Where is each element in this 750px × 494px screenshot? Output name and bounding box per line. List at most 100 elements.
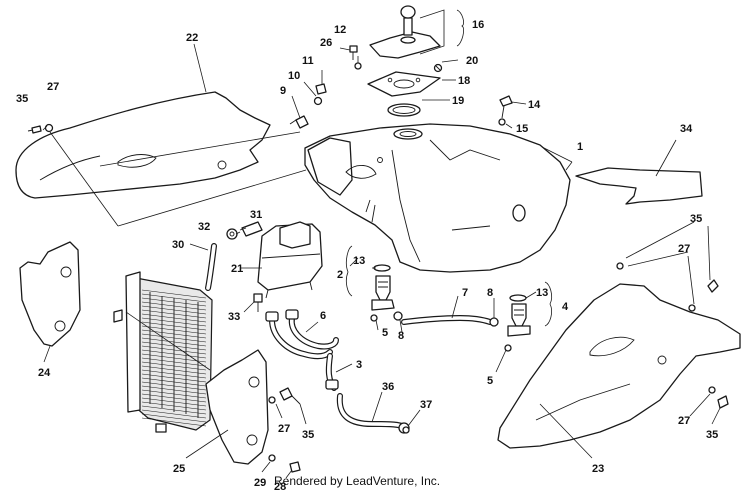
- left-side-panel: [15, 91, 271, 199]
- o-ring-19: [387, 103, 421, 117]
- washer-10: [313, 96, 323, 106]
- washer-27-right-panel: [688, 304, 696, 312]
- callout-19: 19: [452, 95, 464, 107]
- fuel-line-7: [401, 314, 493, 325]
- callout-14: 14: [528, 99, 541, 111]
- radiator-fin: [141, 409, 207, 419]
- callout-labels: 1 2 3 4 5 5 6 7 8 8 9 10 11 12 13 13 14 …: [16, 19, 718, 493]
- clamp-37: [402, 426, 410, 434]
- bolt-11: [315, 83, 327, 95]
- callout-21: 21: [231, 263, 243, 275]
- screw-33: [253, 293, 263, 312]
- radiator-fin: [141, 289, 207, 299]
- callout-36: 36: [382, 381, 394, 393]
- radiator-guard-24: [19, 241, 81, 347]
- bolt-35-right-top: [707, 279, 719, 293]
- callout-31: 31: [250, 209, 262, 221]
- callout-35-right-top: 35: [690, 213, 702, 225]
- callout-30: 30: [172, 239, 184, 251]
- washer-29: [268, 454, 276, 462]
- washer-27-top-left: [44, 123, 54, 133]
- callout-35-radiator: 35: [302, 429, 314, 441]
- fuel-cap: [369, 5, 441, 59]
- callout-2: 2: [337, 269, 343, 281]
- radiator-fin: [141, 413, 207, 423]
- callout-27-right-top: 27: [678, 243, 690, 255]
- screw-5-right: [504, 344, 512, 352]
- callout-20: 20: [466, 55, 478, 67]
- callout-18: 18: [458, 75, 470, 87]
- washer-27-right-bottom: [708, 386, 716, 394]
- cap-flange-18: [367, 71, 441, 97]
- radiator-guard-25: [205, 349, 269, 465]
- petcock-4: [507, 294, 531, 337]
- petcock-2: [371, 264, 395, 311]
- canister-21: [257, 221, 323, 299]
- callout-35-top-left: 35: [16, 93, 28, 105]
- callout-29: 29: [254, 477, 266, 489]
- callout-16: 16: [472, 19, 484, 31]
- hose-30: [205, 243, 217, 291]
- screw-12: [349, 45, 358, 60]
- callout-25: 25: [173, 463, 185, 475]
- callout-3: 3: [356, 359, 362, 371]
- fuel-tank: [304, 123, 571, 273]
- bolt-35-top-left: [27, 125, 42, 134]
- callout-12: 12: [334, 24, 346, 36]
- callout-23: 23: [592, 463, 604, 475]
- o-ring-19-inner: [392, 106, 416, 114]
- right-side-panel: [497, 283, 741, 449]
- hose-6: [265, 309, 339, 360]
- callout-5-right: 5: [487, 375, 493, 387]
- bolt-35-right-bottom: [717, 395, 729, 409]
- callout-28: 28: [274, 481, 286, 493]
- o-ring-13-left: [373, 264, 391, 272]
- callout-35-right-bottom: 35: [706, 429, 718, 441]
- callout-11: 11: [302, 55, 314, 67]
- callout-22: 22: [186, 32, 198, 44]
- callout-8-left: 8: [398, 330, 404, 342]
- callout-7: 7: [462, 287, 468, 299]
- bolt-14: [499, 95, 513, 119]
- leader-lines: [42, 9, 721, 479]
- washer-27-right-top: [616, 262, 624, 270]
- heat-shield-34: [575, 167, 703, 205]
- callout-13-right: 13: [536, 287, 548, 299]
- washer-26: [354, 62, 362, 70]
- callout-8-right: 8: [487, 287, 493, 299]
- rendered-by-credit: Rendered by LeadVenture, Inc.: [274, 474, 441, 488]
- callout-15: 15: [516, 123, 528, 135]
- fitting-31: [241, 221, 263, 237]
- screw-20: [433, 63, 443, 73]
- callout-24: 24: [38, 367, 51, 379]
- hose-3: [325, 353, 339, 391]
- washer-27-radiator: [268, 396, 276, 404]
- screw-5-left: [370, 314, 378, 322]
- callout-37: 37: [420, 399, 432, 411]
- callout-10: 10: [288, 70, 300, 82]
- callout-5-left: 5: [382, 327, 388, 339]
- clamp-8-left: [393, 311, 403, 321]
- callout-27-top-left: 27: [47, 81, 59, 93]
- clamp-32: [226, 228, 238, 240]
- washer-15: [498, 118, 506, 126]
- grommet-9: [289, 115, 309, 129]
- callout-1: 1: [577, 141, 583, 153]
- callout-6: 6: [320, 310, 326, 322]
- callout-32: 32: [198, 221, 210, 233]
- callout-27-right-bottom: 27: [678, 415, 690, 427]
- callout-27-radiator: 27: [278, 423, 290, 435]
- clamp-8-right: [489, 317, 499, 327]
- radiator-fin: [141, 417, 207, 427]
- callout-4: 4: [562, 301, 569, 313]
- callout-33: 33: [228, 311, 240, 323]
- callout-13-left: 13: [353, 255, 365, 267]
- o-ring-13-right: [509, 294, 527, 302]
- bolt-35-radiator: [279, 387, 301, 405]
- bolt-28: [289, 461, 301, 473]
- radiator: [113, 271, 213, 433]
- callout-26: 26: [320, 37, 332, 49]
- callout-9: 9: [280, 85, 286, 97]
